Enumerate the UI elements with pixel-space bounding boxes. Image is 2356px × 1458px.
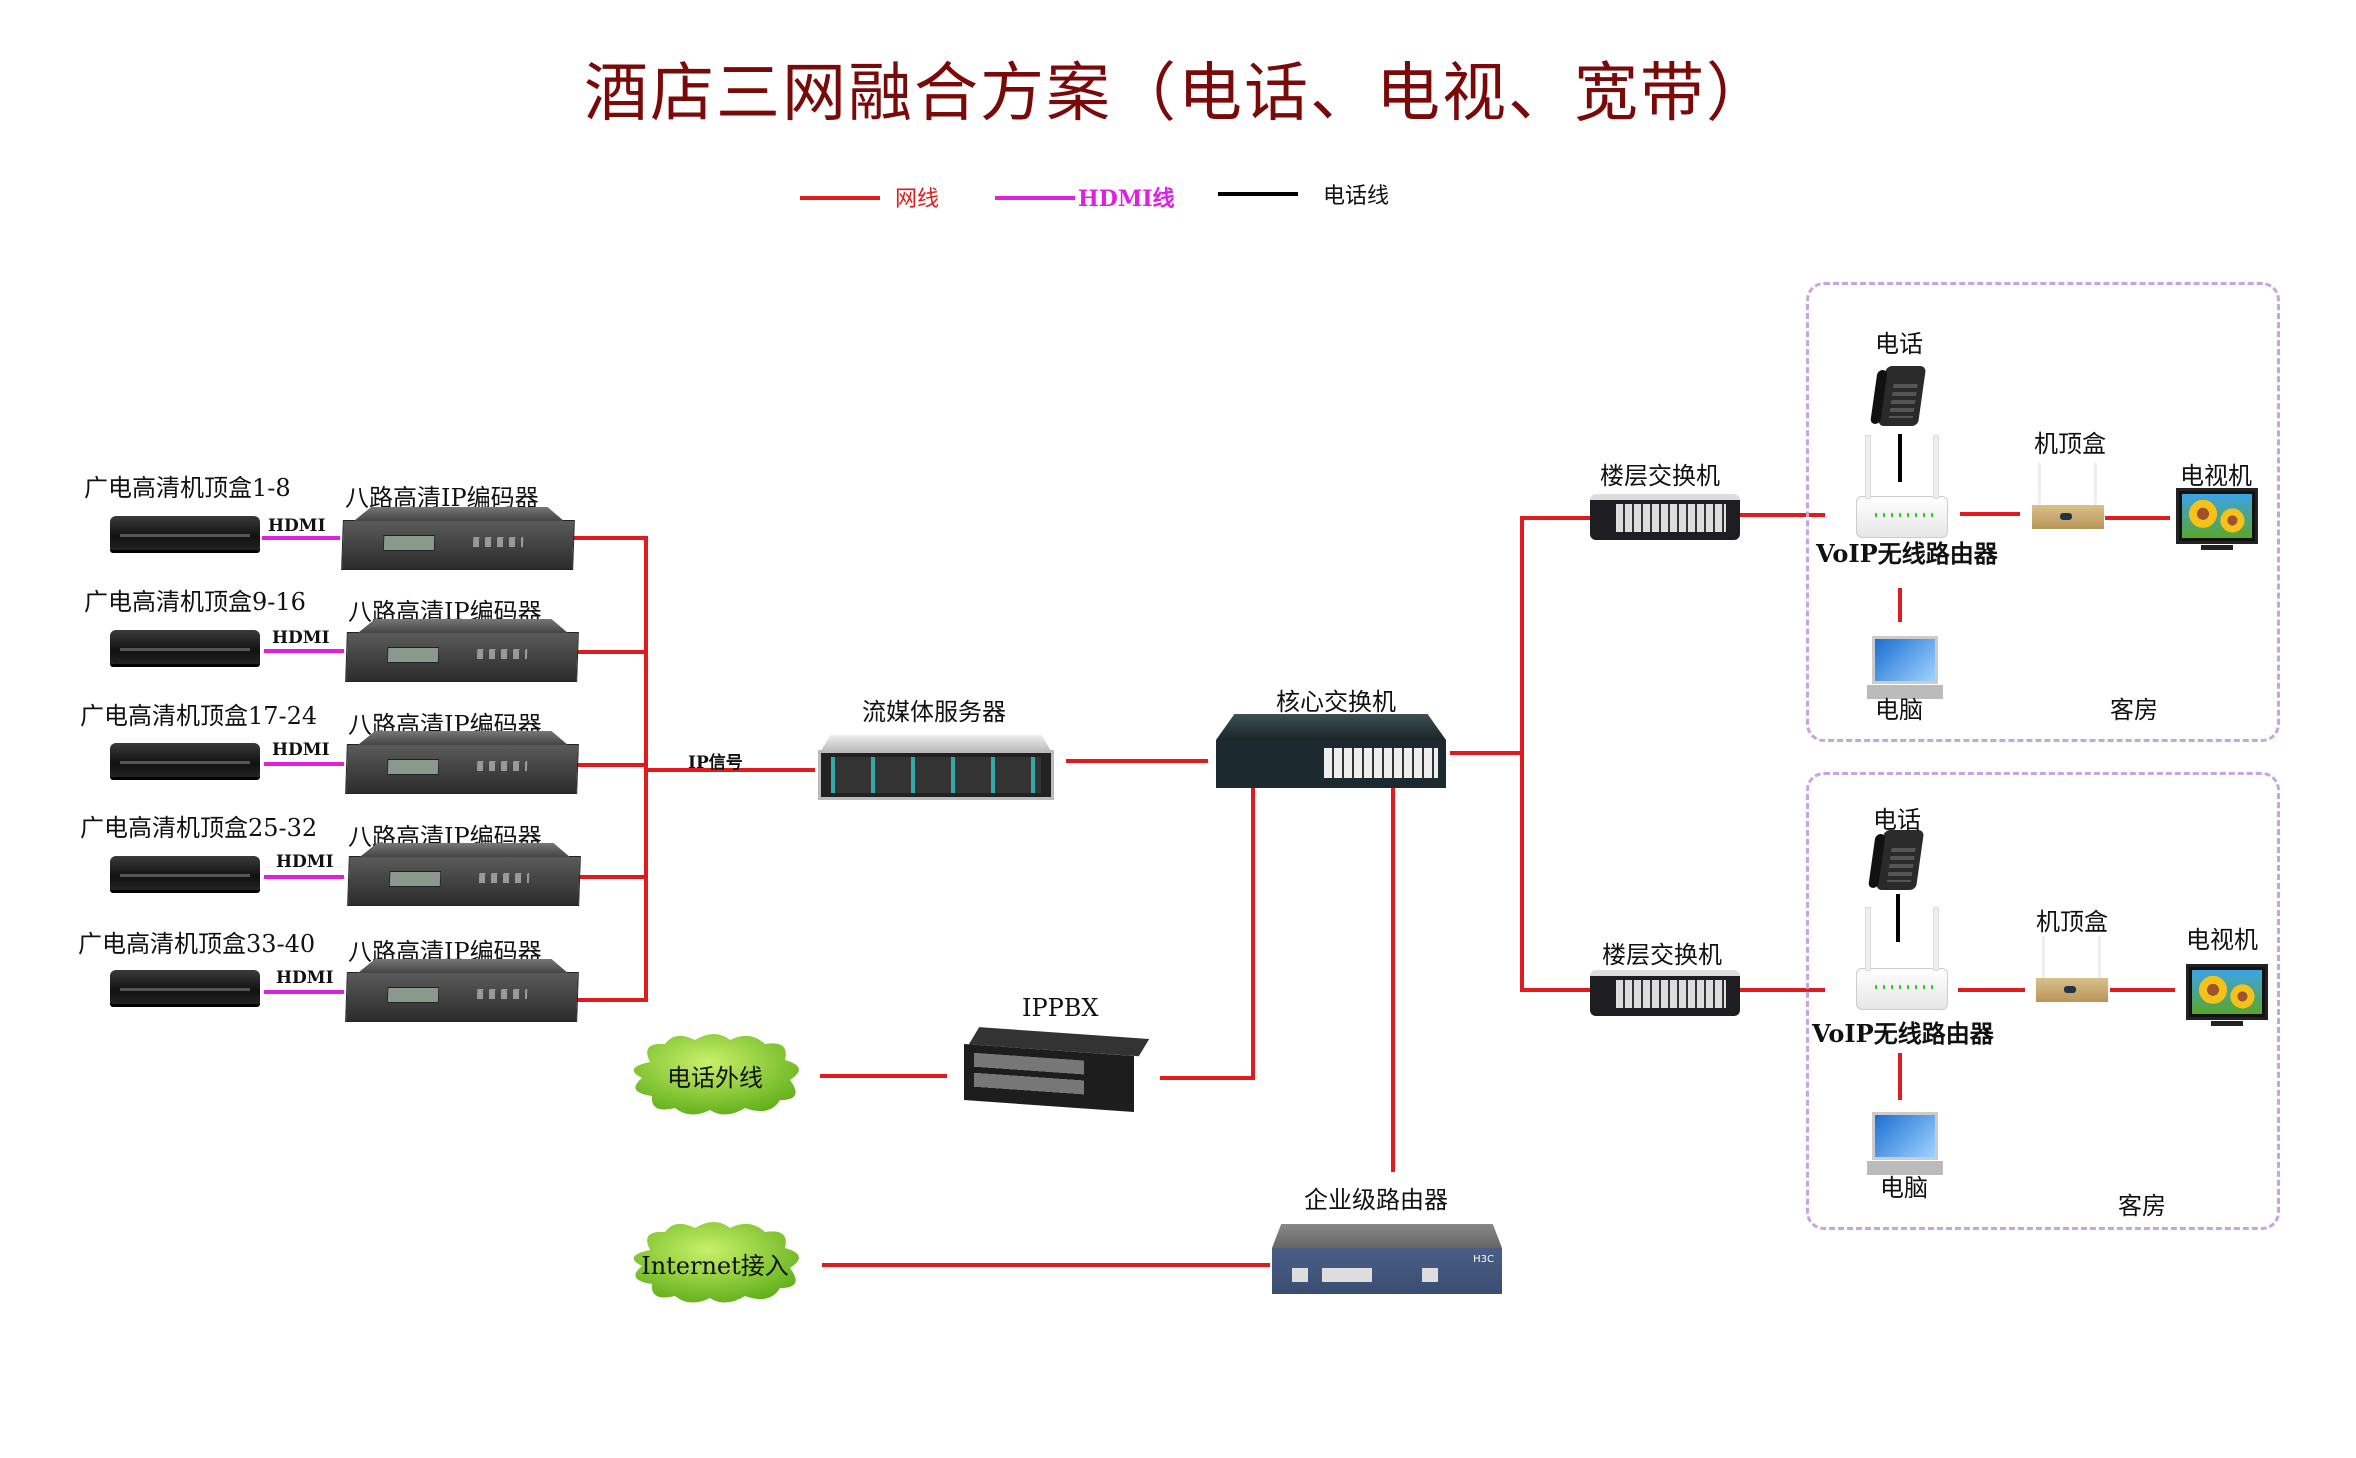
enterprise-router-icon: H3C: [1272, 1224, 1502, 1294]
stb-label: 广电高清机顶盒9-16: [84, 588, 306, 616]
hdmi-label: HDMI: [276, 968, 334, 988]
legend-label-network: 网线: [895, 187, 940, 212]
stb-label: 机顶盒: [2034, 430, 2106, 458]
hdmi-label: HDMI: [272, 628, 330, 648]
hdmi-label: HDMI: [276, 852, 334, 872]
phone-cables: [1896, 434, 1902, 942]
core-switch-icon: [1216, 714, 1446, 788]
stb-label: 广电高清机顶盒33-40: [78, 930, 316, 958]
set-top-box-icon: [110, 743, 260, 777]
ip-phone-icon: [1870, 366, 1927, 426]
phone-label: 电话: [1873, 806, 1921, 834]
voip-router-label: VoIP无线路由器: [1816, 539, 1998, 568]
set-top-box-icon: [110, 516, 260, 550]
core-to-ippbx-cable: [1160, 785, 1255, 1080]
floor-switch-icon: [1590, 494, 1740, 540]
ip-encoder-icon: [345, 632, 579, 682]
stb-label: 广电高清机顶盒1-8: [84, 474, 291, 502]
floor-switch-label: 楼层交换机: [1602, 941, 1722, 969]
set-top-box-icon: [2036, 936, 2108, 1002]
cloud-icon: [633, 1034, 799, 1115]
voip-router-icon: [1856, 435, 1948, 538]
room-label: 客房: [2118, 1192, 2166, 1220]
internet-label: Internet接入: [641, 1252, 789, 1280]
internet-cloud: Internet接入: [620, 1220, 810, 1305]
network-cables: [572, 512, 2175, 1267]
ip-phone-icon: [1868, 830, 1925, 890]
ippbx-label: IPPBX: [1022, 994, 1099, 1022]
phone-trunk-label: 电话外线: [667, 1064, 763, 1092]
hdmi-label: HDMI: [272, 740, 330, 760]
router-brand: H3C: [1473, 1254, 1494, 1265]
floor-switch-label: 楼层交换机: [1600, 462, 1720, 490]
set-top-box-icon: [110, 630, 260, 664]
set-top-box-icon: [110, 970, 260, 1004]
tv-icon: [2176, 488, 2258, 550]
hdmi-label: HDMI: [268, 516, 326, 536]
streaming-server-label: 流媒体服务器: [862, 698, 1006, 726]
legend: 网线 HDMI线 电话线: [800, 178, 1440, 218]
room-label: 客房: [2110, 696, 2158, 724]
streaming-server-icon: [818, 735, 1054, 800]
computer-label: 电脑: [1875, 696, 1923, 724]
guest-room-zone: [1806, 282, 2280, 742]
ip-encoder-icon: [347, 856, 581, 906]
legend-label-hdmi: HDMI线: [1078, 186, 1175, 212]
ippbx-icon: [964, 1027, 1150, 1112]
ip-encoder-icon: [341, 520, 575, 570]
tv-label: 电视机: [2186, 926, 2258, 954]
stb-label: 广电高清机顶盒17-24: [80, 702, 318, 730]
laptop-icon: [1867, 1112, 1943, 1175]
computer-label: 电脑: [1880, 1174, 1928, 1202]
ip-signal-label: IP信号: [688, 753, 743, 773]
hdmi-cables: [262, 536, 344, 994]
voip-router-label: VoIP无线路由器: [1812, 1019, 1994, 1048]
legend-swatch-phone: [1218, 192, 1298, 196]
router-label: 企业级路由器: [1304, 1186, 1448, 1214]
ip-encoder-icon: [345, 972, 579, 1022]
cloud-icon: [633, 1222, 799, 1303]
set-top-box-icon: [2032, 463, 2104, 529]
set-top-box-icon: [110, 856, 260, 890]
stb-label: 机顶盒: [2036, 908, 2108, 936]
legend-swatch-hdmi: [995, 196, 1075, 200]
phone-trunk-cloud: 电话外线: [620, 1032, 810, 1117]
floor-switch-icon: [1590, 970, 1740, 1016]
floor-bus: [1520, 516, 1590, 992]
guest-room-zone: [1806, 772, 2280, 1230]
stb-label: 广电高清机顶盒25-32: [80, 814, 318, 842]
diagram-title: 酒店三网融合方案（电话、电视、宽带）: [584, 57, 1772, 131]
voip-router-icon: [1856, 907, 1948, 1010]
legend-label-phone: 电话线: [1323, 184, 1390, 209]
tv-label: 电视机: [2180, 462, 2252, 490]
ip-encoder-icon: [345, 744, 579, 794]
legend-swatch-network: [800, 196, 880, 200]
phone-label: 电话: [1875, 330, 1923, 358]
core-switch-label: 核心交换机: [1276, 688, 1396, 716]
tv-icon: [2186, 964, 2268, 1026]
laptop-icon: [1867, 636, 1943, 699]
